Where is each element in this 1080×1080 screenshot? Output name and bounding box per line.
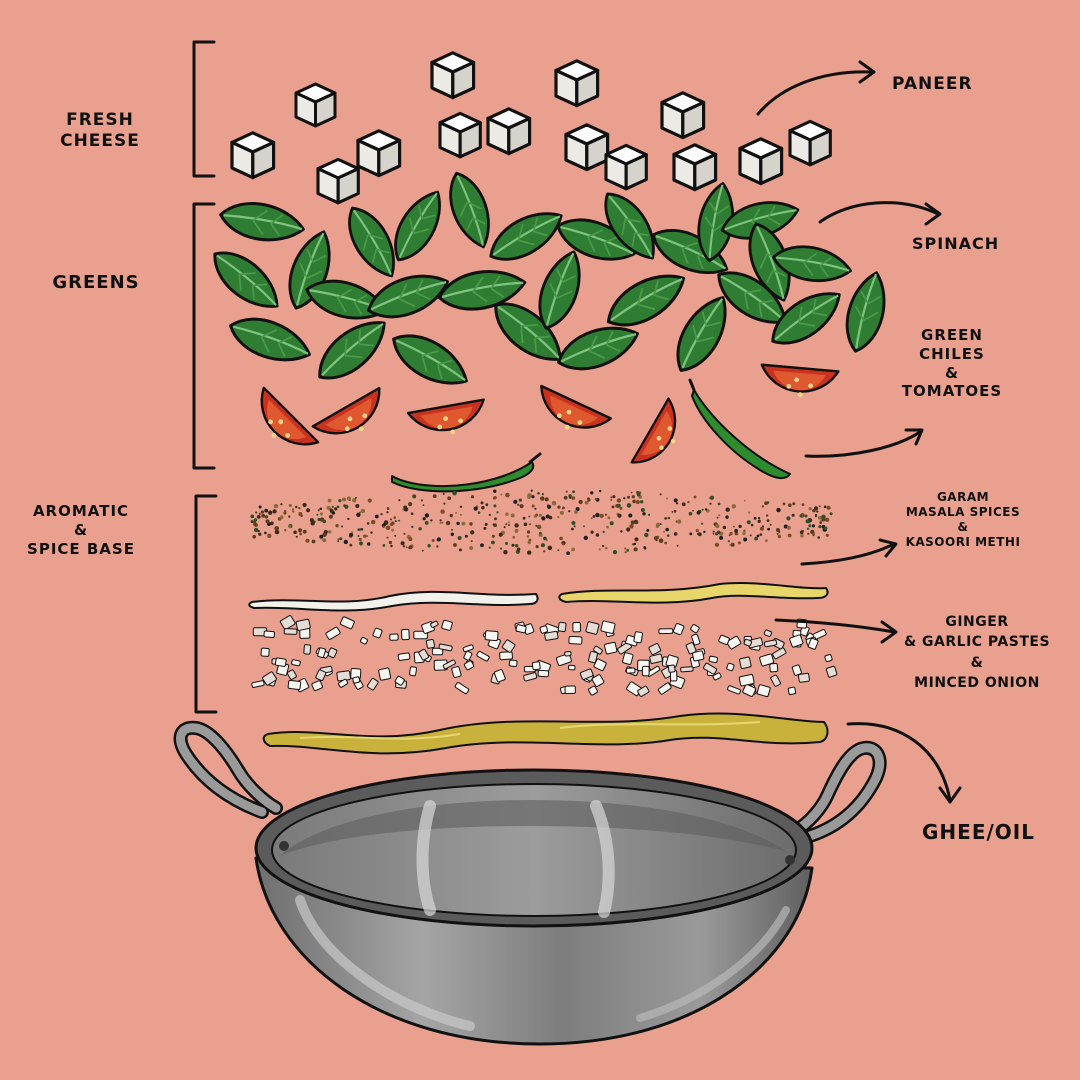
ingredient-label-line: Chiles bbox=[919, 344, 985, 363]
ingredient-label-paneer: Paneer bbox=[892, 74, 973, 95]
spice-seeds-icon bbox=[250, 489, 833, 555]
ingredient-label-line: & bbox=[944, 363, 960, 382]
green-chile-icon bbox=[391, 378, 791, 493]
group-label-line: Greens bbox=[52, 272, 140, 293]
arrow-ghee-icon bbox=[846, 722, 962, 804]
ingredient-label-line: Masala Spices bbox=[905, 505, 1021, 519]
group-label-greens: Greens bbox=[40, 272, 152, 295]
group-label-fresh-cheese: Fresh Cheese bbox=[40, 110, 160, 153]
ingredient-label-line: Paneer bbox=[892, 74, 973, 94]
ingredient-label-line: Ghee/Oil bbox=[922, 820, 1035, 844]
arrow-ginger-garlic-icon bbox=[774, 618, 898, 644]
group-label-line: & bbox=[73, 520, 89, 539]
paneer-cube-icon bbox=[230, 51, 832, 205]
group-label-line: Fresh bbox=[66, 110, 134, 130]
group-label-line: Cheese bbox=[60, 131, 140, 152]
arrow-garam-masala-icon bbox=[800, 538, 898, 566]
ingredient-label-line: Spinach bbox=[912, 234, 1000, 253]
group-label-line: Aromatic bbox=[32, 502, 130, 520]
arrow-paneer-icon bbox=[756, 60, 876, 116]
ingredient-label-line: Ginger bbox=[945, 614, 1009, 630]
bracket-greens bbox=[192, 202, 216, 470]
bracket-fresh-cheese bbox=[192, 40, 216, 178]
kadai-pan-icon bbox=[173, 720, 887, 1046]
ingredient-label-line: & bbox=[970, 654, 984, 671]
ingredient-label-ghee: Ghee/Oil bbox=[922, 820, 1035, 845]
ingredient-label-chiles-tomatoes: Green Chiles & Tomatoes bbox=[888, 326, 1016, 401]
arrow-chiles-tomatoes-icon bbox=[804, 428, 924, 458]
minced-onion-icon bbox=[251, 615, 838, 698]
ingredient-label-line: Tomatoes bbox=[901, 382, 1003, 401]
arrow-spinach-icon bbox=[818, 201, 942, 226]
ingredient-label-line: Minced Onion bbox=[914, 674, 1040, 691]
ingredient-label-line: Garam bbox=[936, 490, 990, 504]
ingredient-label-spinach: Spinach bbox=[912, 234, 999, 254]
ingredient-label-line: Green bbox=[921, 326, 983, 344]
group-label-aromatic: Aromatic & Spice Base bbox=[22, 502, 140, 558]
group-label-line: Spice Base bbox=[27, 539, 135, 558]
ghee-streak-icon bbox=[262, 712, 829, 755]
ingredient-label-garam-masala: Garam Masala Spices & Kasoori Methi bbox=[888, 490, 1038, 550]
ingredient-label-line: & bbox=[957, 520, 969, 534]
spinach-leaf-icon bbox=[202, 166, 895, 398]
ingredient-label-line: Kasoori Methi bbox=[905, 535, 1021, 549]
ingredient-label-line: & Garlic Pastes bbox=[903, 634, 1051, 651]
ingredient-label-ginger-garlic: Ginger & Garlic Pastes & Minced Onion bbox=[892, 612, 1062, 693]
bracket-aromatic bbox=[194, 494, 218, 714]
paste-streak-icon bbox=[248, 582, 829, 612]
